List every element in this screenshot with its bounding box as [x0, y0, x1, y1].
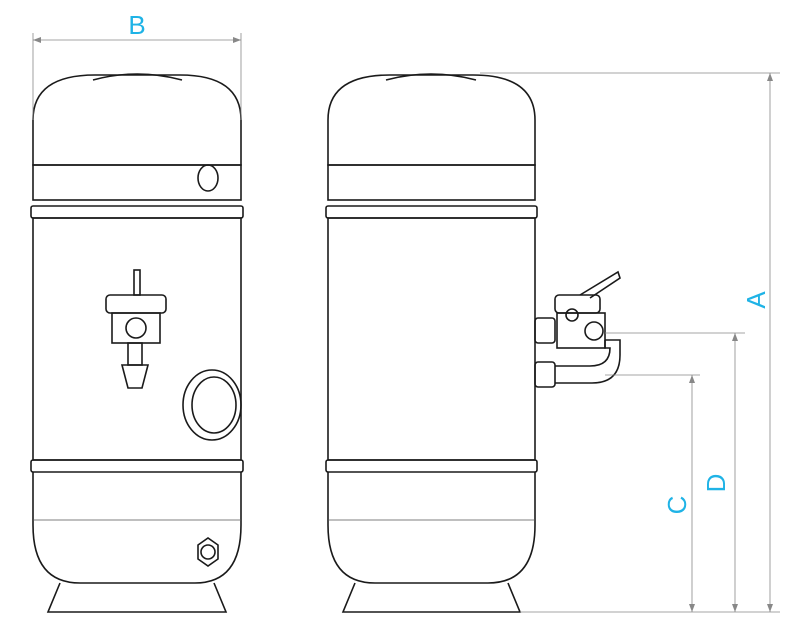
side-port	[182, 369, 242, 441]
front-view-tank	[30, 73, 244, 613]
sight-glass	[197, 164, 219, 192]
dimension-label-c: C	[662, 496, 692, 515]
multiport-valve-side	[534, 270, 621, 388]
multiport-valve-front	[105, 269, 167, 389]
side-view-tank	[325, 73, 621, 613]
dimension-lines	[32, 33, 780, 613]
drain-plug	[197, 537, 219, 567]
dimension-label-d: D	[701, 474, 731, 493]
dimension-label-a: A	[741, 291, 771, 309]
dimension-label-b: B	[128, 10, 145, 40]
